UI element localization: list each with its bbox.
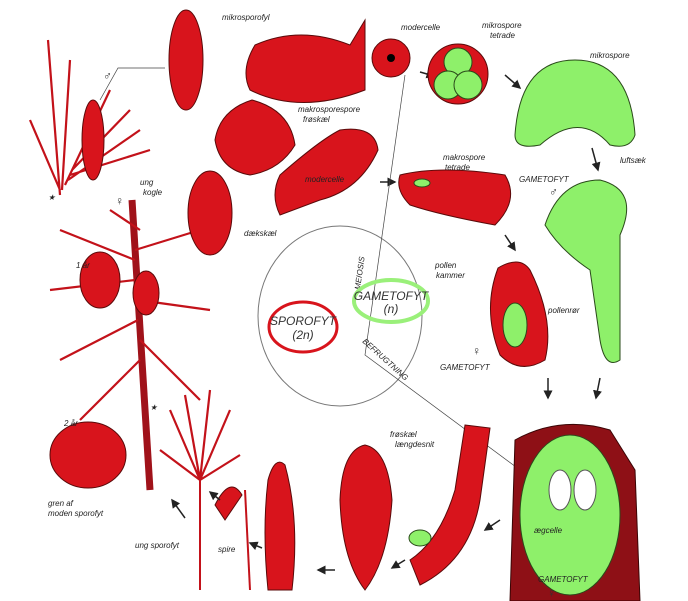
female-symbol-ovule: ♀ — [472, 344, 481, 358]
star-marker: ★ — [48, 193, 56, 202]
male-symbol-gametophyte: ♂ — [549, 185, 558, 199]
microspore — [514, 59, 636, 147]
ovuliferous-scale — [214, 99, 296, 176]
label-gametofyt-male: GAMETOFYT — [519, 175, 570, 184]
microspore-tetrad — [427, 43, 489, 105]
seed — [339, 444, 393, 591]
label-froskael: frøskæl — [303, 115, 330, 124]
scale-with-mother-cell — [274, 128, 379, 216]
label-kogle: kogle — [143, 188, 163, 197]
sporofyt-ring — [267, 300, 339, 354]
label-daekskael: dækskæl — [244, 229, 277, 238]
label-mikrospore: mikrospore — [590, 51, 630, 60]
label-froskael-2: frøskæl — [390, 430, 417, 439]
label-mikrosporofyl: mikrosporofyl — [222, 13, 270, 22]
label-2-aar: 2 år — [63, 419, 78, 428]
label-luftsaek: luftsæk — [620, 156, 647, 165]
label-laengdesnit: længdesnit — [395, 440, 435, 449]
male-branch: ★ ♂ — [28, 39, 165, 202]
young-sporophyte — [159, 389, 241, 590]
label-makrospore: makrospore — [298, 105, 341, 114]
female-cone — [187, 170, 233, 256]
label-kammer: kammer — [436, 271, 465, 280]
label-ung-sporofyt: ung sporofyt — [135, 541, 180, 550]
label-mikrospore-tetrade: mikrospore — [482, 21, 522, 30]
label-tetrade-2: tetrade — [445, 163, 470, 172]
label-1-aar: 1 år — [76, 261, 90, 270]
label-gametofyt-bottom: GAMETOFYT — [538, 575, 589, 584]
microsporophyll — [245, 18, 366, 103]
label-2n: (2n) — [292, 328, 313, 342]
seed-germinating — [264, 461, 296, 591]
male-cone — [168, 9, 204, 111]
label-tetrade: tetrade — [490, 31, 515, 40]
label-n: (n) — [384, 302, 399, 316]
label-gametofyt-female: GAMETOFYT — [440, 363, 491, 372]
gametofyt-ring — [352, 278, 430, 324]
label-pollenror: pollenrør — [547, 306, 580, 315]
male-symbol: ♂ — [103, 69, 112, 83]
label-sporofyt: SPOROFYT — [270, 314, 338, 328]
label-modercelle-mid: modercelle — [305, 175, 345, 184]
label-gren-af: gren af — [48, 499, 74, 508]
seedling-spire — [214, 486, 243, 521]
label-gametofyt-cycle: GAMETOFYT — [354, 289, 430, 303]
label-spire: spire — [218, 545, 236, 554]
megaspore-tetrad-scale — [398, 169, 512, 226]
label-spore: spore — [340, 105, 361, 114]
label-pollen: pollen — [434, 261, 457, 270]
label-ung: ung — [140, 178, 154, 187]
label-modercelle-top: modercelle — [401, 23, 441, 32]
female-branch — [49, 199, 211, 491]
label-moden-sporofyt: moden sporofyt — [48, 509, 104, 518]
life-cycle-circle — [257, 225, 423, 407]
seed-scale-section — [409, 424, 491, 586]
male-gametophyte — [544, 179, 628, 363]
label-befrugtning: BEFRUGTNING — [361, 337, 410, 383]
female-symbol-bottom: ♀ — [547, 586, 556, 600]
label-aegcelle: ægcelle — [534, 526, 563, 535]
star-marker-2: ★ — [150, 403, 158, 412]
female-symbol: ♀ — [115, 194, 124, 208]
label-makrospore-tetrade: makrospore — [443, 153, 486, 162]
